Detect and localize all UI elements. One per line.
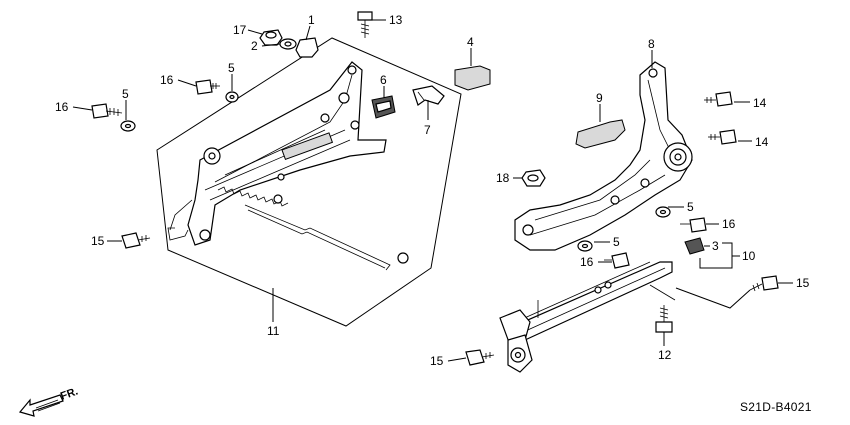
- left-wire-rod: [244, 194, 409, 271]
- callout-5-upper-left: 5: [228, 61, 235, 75]
- callout-7: 7: [424, 123, 431, 137]
- right-slide-rail: [499, 261, 676, 373]
- callout-11: 11: [267, 324, 280, 338]
- right-small-parts: [465, 91, 779, 366]
- callout-16-upper-left: 16: [160, 73, 174, 87]
- callout-3: 3: [712, 239, 719, 253]
- front-arrow-icon: [18, 394, 64, 417]
- callout-18: 18: [496, 171, 510, 185]
- direction-label: FR.: [59, 385, 80, 402]
- callout-16-left: 16: [55, 100, 69, 114]
- callout-9: 9: [596, 91, 603, 105]
- top-left-small-parts: [91, 11, 491, 249]
- callout-2: 2: [251, 39, 258, 53]
- callout-5-left: 5: [122, 87, 129, 101]
- diagram-code: S21D-B4021: [740, 400, 812, 414]
- callout-14-lower: 14: [755, 135, 769, 149]
- callout-16-right-lower: 16: [580, 255, 594, 269]
- callout-13: 13: [389, 13, 403, 27]
- callout-10: 10: [742, 249, 756, 263]
- callout-5-right-upper: 5: [687, 200, 694, 214]
- callout-1: 1: [308, 13, 315, 27]
- callout-labels: 1 2 17 13 4 16 5 16 5 6 7 15 11 8 9 14 1…: [55, 13, 810, 368]
- callout-4: 4: [467, 35, 474, 49]
- callout-16-right-upper: 16: [722, 217, 736, 231]
- leader-lines: [72, 19, 793, 362]
- callout-17: 17: [233, 23, 247, 37]
- callout-14-upper: 14: [753, 96, 767, 110]
- callout-15-right: 15: [796, 276, 810, 290]
- right-seat-frame-assembly: [514, 61, 693, 251]
- callout-15-left: 15: [91, 234, 105, 248]
- callout-5-right-lower: 5: [613, 235, 620, 249]
- callout-8: 8: [648, 37, 655, 51]
- left-slide-rail-assembly: [167, 61, 387, 246]
- callout-6: 6: [380, 73, 387, 87]
- callout-15-bottom: 15: [430, 354, 444, 368]
- left-assembly-frame: [156, 37, 462, 327]
- front-direction-indicator: FR.: [18, 385, 80, 417]
- callout-12: 12: [658, 348, 672, 362]
